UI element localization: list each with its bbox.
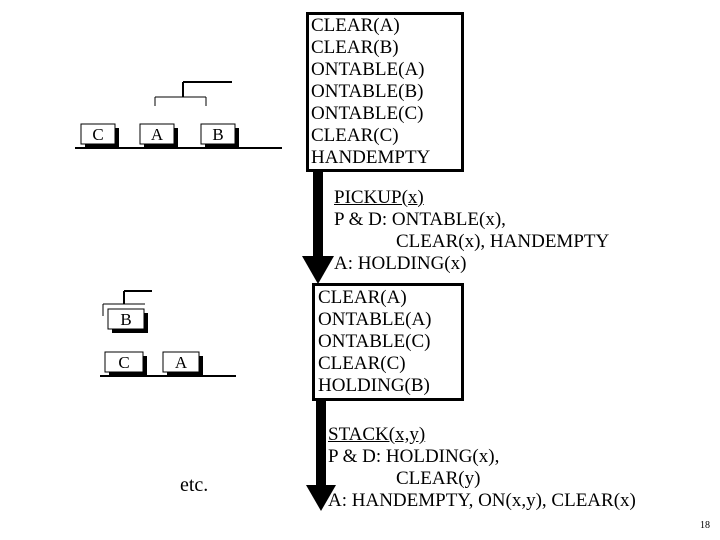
predicate: CLEAR(B) xyxy=(311,37,399,58)
predicate: ONTABLE(A) xyxy=(318,309,432,330)
operator-add-list: A: HANDEMPTY, ON(x,y), CLEAR(x) xyxy=(328,490,636,511)
transition-arrow-icon xyxy=(306,401,336,511)
predicate: ONTABLE(B) xyxy=(311,81,424,102)
robot-gripper-icon xyxy=(102,290,152,316)
predicate: HOLDING(B) xyxy=(318,375,430,396)
operator-preconditions: P & D: ONTABLE(x), xyxy=(334,209,506,230)
blocks-scene-after-pickup: B C A xyxy=(100,290,236,377)
block-label: C xyxy=(118,353,129,372)
block-c: C xyxy=(80,123,119,148)
blocks-scene-initial: C A B xyxy=(75,81,282,149)
page-number: 18 xyxy=(700,520,710,531)
operator-preconditions-cont: CLEAR(y) xyxy=(396,468,481,489)
predicate: ONTABLE(C) xyxy=(318,331,431,352)
state-box-initial: CLEAR(A) CLEAR(B) ONTABLE(A) ONTABLE(B) … xyxy=(306,12,464,172)
block-a: A xyxy=(162,351,203,376)
operator-preconditions: P & D: HOLDING(x), xyxy=(328,446,500,467)
operator-name: PICKUP(x) xyxy=(334,187,424,208)
predicate: CLEAR(C) xyxy=(311,125,399,146)
block-b: B xyxy=(200,123,239,148)
block-a: A xyxy=(139,123,178,148)
block-label: B xyxy=(120,310,131,329)
operator-preconditions-cont: CLEAR(x), HANDEMPTY xyxy=(396,231,610,252)
etc-label: etc. xyxy=(180,474,209,496)
operator-name: STACK(x,y) xyxy=(328,424,426,445)
predicate: CLEAR(A) xyxy=(318,287,407,308)
robot-gripper-icon xyxy=(154,81,232,106)
block-label: A xyxy=(151,125,164,144)
block-label: A xyxy=(175,353,188,372)
predicate: ONTABLE(C) xyxy=(311,103,424,124)
predicate: CLEAR(C) xyxy=(318,353,406,374)
predicate: CLEAR(A) xyxy=(311,15,400,36)
block-label: B xyxy=(212,125,223,144)
operator-add-list: A: HOLDING(x) xyxy=(334,253,467,274)
block-b: B xyxy=(107,308,148,333)
transition-arrow-icon xyxy=(302,172,334,284)
operator-stack: STACK(x,y) P & D: HOLDING(x), CLEAR(y) A… xyxy=(328,424,636,512)
predicate: ONTABLE(A) xyxy=(311,59,425,80)
block-c: C xyxy=(104,351,147,376)
predicate: HANDEMPTY xyxy=(311,147,431,168)
block-label: C xyxy=(92,125,103,144)
operator-pickup: PICKUP(x) P & D: ONTABLE(x), CLEAR(x), H… xyxy=(334,187,609,275)
state-box-after-pickup: CLEAR(A) ONTABLE(A) ONTABLE(C) CLEAR(C) … xyxy=(312,283,464,401)
